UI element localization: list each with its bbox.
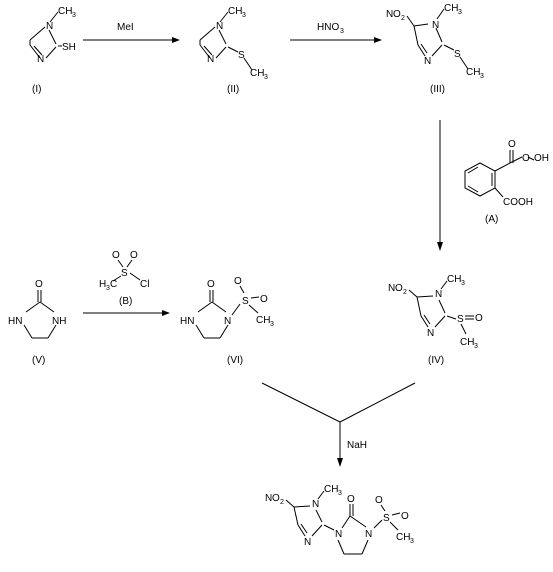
compound-I: N CH 3 N SH (I)	[29, 6, 76, 95]
compound-III-no2-n: N	[386, 9, 393, 20]
compound-VI-n: N	[224, 316, 231, 327]
compound-I-ch3-sub: 3	[72, 12, 76, 19]
compound-II-sch3-sub: 3	[264, 74, 268, 81]
compound-IV-ch3: CH	[447, 274, 461, 285]
compound-IV-no2-o: O	[395, 283, 403, 294]
compound-VI-label: (VI)	[227, 355, 243, 366]
product-n-ring: N	[335, 529, 342, 540]
reagent-HNO3-sub: 3	[340, 28, 344, 35]
compound-II-sch3: CH	[250, 68, 264, 79]
compound-VI: O HN N S O O CH 3 (VI)	[180, 276, 274, 366]
compound-VI-o2: O	[260, 294, 268, 305]
compound-B-o2: O	[130, 250, 138, 261]
product-o: O	[347, 494, 355, 505]
compound-A-oh: OH	[534, 153, 549, 164]
compound-B: O O S Cl H 3 C (B)	[99, 250, 149, 307]
compound-V-o: O	[35, 279, 43, 290]
compound-III-label: (III)	[430, 84, 445, 95]
product-o1: O	[375, 495, 383, 506]
compound-VI-o: O	[207, 279, 215, 290]
product-ch3b-sub: 3	[410, 538, 414, 545]
compound-III-ch3-sub: 3	[458, 9, 462, 16]
compound-VI-o1: O	[234, 276, 242, 287]
product-no2-n: N	[265, 493, 272, 504]
arrow-step5: NaH	[261, 382, 416, 467]
product-no2-sub: 2	[280, 499, 284, 506]
compound-II-ch3-sub: 3	[242, 12, 246, 19]
compound-B-s: S	[121, 268, 128, 279]
compound-IV: N O 2 N CH 3 N S O CH 3 (IV)	[388, 274, 483, 366]
compound-V: O HN NH (V)	[8, 279, 66, 366]
compound-III-sch3-sub: 3	[480, 73, 484, 80]
compound-V-hn: HN	[8, 316, 22, 327]
compound-II-n-methyl: N	[216, 21, 223, 32]
compound-III: O 2 N N CH 3 N S CH 3 (III)	[386, 3, 484, 95]
compound-A-o-top: O	[508, 139, 516, 150]
compound-III-no2-sub: 2	[401, 15, 405, 22]
compound-I-label: (I)	[32, 84, 41, 95]
product-ch3-sub: 3	[338, 490, 342, 497]
compound-B-o1: O	[112, 250, 120, 261]
product-n3: N	[365, 529, 372, 540]
compound-IV-label: (IV)	[428, 355, 444, 366]
compound-V-label: (V)	[32, 355, 45, 366]
compound-IV-s: S	[457, 314, 464, 325]
compound-A: O O OH COOH (A)	[464, 139, 549, 225]
arrow-step1: MeI	[83, 22, 180, 43]
reagent-MeI: MeI	[117, 22, 134, 33]
compound-III-s: S	[454, 49, 461, 60]
compound-B-h: H	[99, 279, 106, 290]
compound-IV-no2-sub: 2	[403, 289, 407, 296]
compound-II-n2: N	[207, 54, 214, 65]
compound-III-no2-o: O	[393, 9, 401, 20]
compound-II: N CH 3 N S CH 3 (II)	[199, 6, 268, 95]
compound-III-ch3: CH	[444, 3, 458, 14]
compound-III-sch3: CH	[466, 67, 480, 78]
product-ch3: CH	[324, 484, 338, 495]
compound-II-ch3: CH	[228, 6, 242, 17]
compound-I-sh: SH	[62, 42, 76, 53]
compound-IV-no2-n: N	[388, 283, 395, 294]
compound-B-h-sub: 3	[106, 285, 110, 292]
compound-B-cl: Cl	[140, 279, 149, 290]
compound-B-c: C	[110, 279, 117, 290]
compound-A-cooh: COOH	[503, 197, 533, 208]
product-ch3b: CH	[396, 532, 410, 543]
arrow-step4	[83, 310, 170, 316]
compound-V-nh: NH	[52, 316, 66, 327]
compound-I-n-methyl: N	[46, 21, 53, 32]
compound-A-o1: O	[522, 153, 530, 164]
product-o2: O	[401, 511, 409, 522]
compound-VI-ch3: CH	[256, 315, 270, 326]
compound-product: N O 2 N CH 3 N N O N S O O CH 3	[265, 484, 414, 555]
compound-II-s: S	[238, 50, 245, 61]
compound-IV-n2: N	[427, 328, 434, 339]
compound-B-label: (B)	[119, 296, 132, 307]
compound-A-label: (A)	[485, 214, 498, 225]
reagent-NaH: NaH	[347, 440, 367, 451]
compound-IV-ch3b-sub: 3	[474, 343, 478, 350]
arrow-step2: HNO 3	[290, 22, 382, 43]
reagent-HNO3: HNO	[317, 22, 339, 33]
product-n2: N	[304, 537, 311, 548]
compound-IV-o: O	[475, 313, 483, 324]
compound-IV-ch3b: CH	[460, 337, 474, 348]
compound-II-label: (II)	[227, 84, 239, 95]
compound-VI-hn: HN	[180, 316, 194, 327]
arrow-step3	[437, 120, 443, 251]
product-no2-o: O	[272, 493, 280, 504]
product-n-methyl: N	[312, 499, 319, 510]
compound-IV-n-methyl: N	[435, 289, 442, 300]
compound-III-n-methyl: N	[432, 20, 439, 31]
product-s: S	[383, 513, 390, 524]
compound-III-n2: N	[424, 56, 431, 67]
compound-VI-ch3-sub: 3	[270, 321, 274, 328]
compound-I-n2: N	[37, 54, 44, 65]
compound-IV-ch3-sub: 3	[461, 280, 465, 287]
compound-VI-s: S	[242, 296, 249, 307]
compound-I-ch3: CH	[58, 6, 72, 17]
